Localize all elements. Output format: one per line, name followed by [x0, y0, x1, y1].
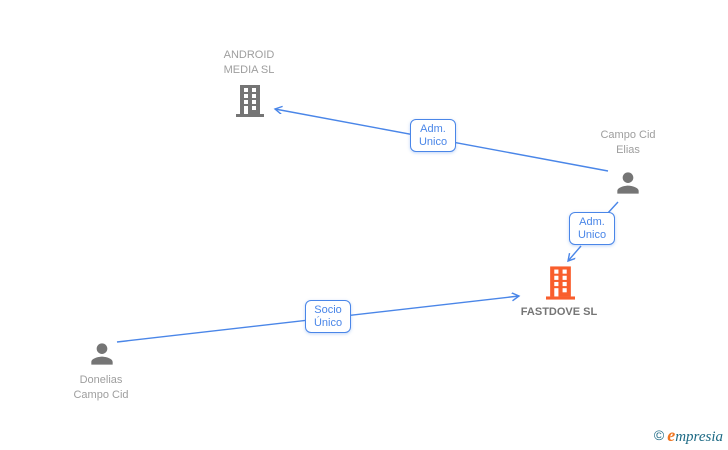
company-name: FASTDOVE SL	[520, 306, 598, 318]
edge-admlabel-to-fastdove	[568, 245, 582, 261]
company-name: ANDROID MEDIA SL	[189, 48, 309, 78]
copyright-symbol: ©	[653, 427, 665, 443]
person-name: Campo Cid Elias	[568, 128, 688, 158]
building-icon[interactable]	[546, 266, 575, 300]
edge-label-line2: Unico	[577, 228, 607, 241]
company-name-line2: MEDIA SL	[223, 64, 275, 76]
edge-label-line1: Socio	[314, 303, 342, 316]
building-icon[interactable]	[236, 85, 264, 117]
edge-label-adm-unico-top: Adm. Unico	[410, 119, 456, 152]
person-name: Donelias Campo Cid	[41, 373, 161, 403]
person-icon[interactable]	[86, 338, 118, 370]
person-name-line1: Campo Cid	[600, 129, 656, 141]
person-name-line2: Elias	[616, 144, 640, 156]
person-icon[interactable]	[612, 167, 644, 199]
edge-label-adm-unico-right: Adm. Unico	[569, 212, 615, 245]
company-name-line1: ANDROID	[223, 49, 275, 61]
person-name-line1: Donelias	[79, 374, 123, 386]
brand-name: mpresia	[675, 429, 723, 445]
edge-label-line2: Único	[313, 316, 343, 329]
edge-label-socio-unico: Socio Único	[305, 300, 351, 333]
edge-label-line2: Unico	[418, 135, 448, 148]
empresia-logo[interactable]: ©empresia	[654, 425, 723, 446]
brand-initial: e	[667, 425, 676, 445]
person-name-line2: Campo Cid	[73, 389, 129, 401]
edge-label-line1: Adm.	[579, 215, 605, 228]
edge-label-line1: Adm.	[420, 122, 446, 135]
